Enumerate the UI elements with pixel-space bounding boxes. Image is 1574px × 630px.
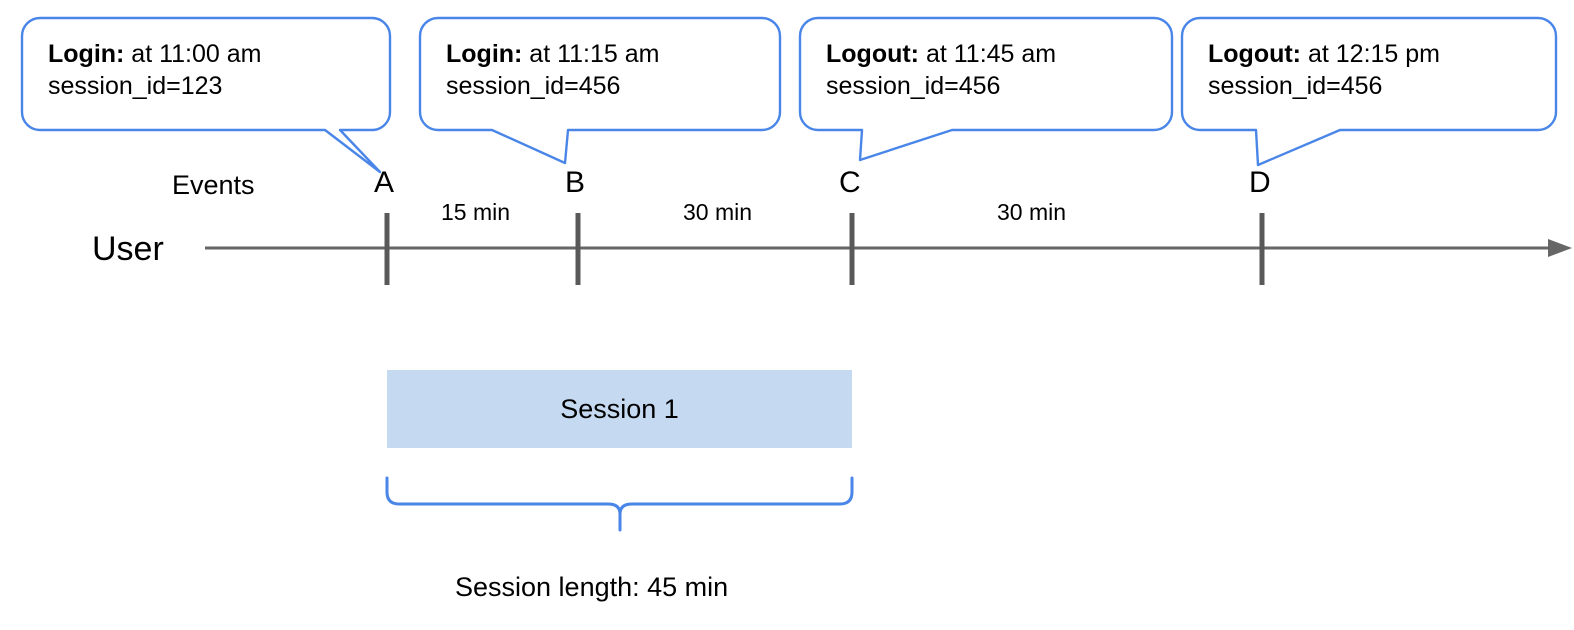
- callout-bubble-4-shape: [1180, 16, 1558, 167]
- tick-label-c: C: [839, 166, 861, 199]
- tick-label-b: B: [565, 166, 586, 199]
- session-1-bar-rect: [387, 370, 852, 448]
- tick-label-d: D: [1249, 166, 1271, 199]
- session-brace: [385, 476, 854, 532]
- callout-2-detail: at 11:15 am: [522, 40, 660, 68]
- timeline-arrow-head: [1548, 239, 1572, 257]
- callout-3-text: Logout: at 11:45 am session_id=456: [826, 38, 1056, 102]
- session-1-label: Session 1: [560, 393, 679, 424]
- callout-4-session: session_id=456: [1208, 72, 1383, 100]
- callout-1-session: session_id=123: [48, 72, 223, 100]
- row-label-user: User: [92, 230, 164, 268]
- callout-4-detail: at 12:15 pm: [1301, 40, 1440, 68]
- session-length-caption: Session length: 45 min: [455, 572, 729, 602]
- duration-label-c-d: 30 min: [997, 199, 1067, 225]
- session-1-bar: Session 1: [387, 370, 852, 448]
- callout-4-event: Logout:: [1208, 40, 1302, 68]
- duration-label-a-b: 15 min: [441, 199, 511, 225]
- callout-2-session: session_id=456: [446, 72, 621, 100]
- callout-bubble-3-shape: [798, 16, 1174, 162]
- callout-1-detail: at 11:00 am: [124, 40, 262, 68]
- callout-2-event: Login:: [446, 40, 523, 68]
- callout-4-text: Logout: at 12:15 pm session_id=456: [1208, 38, 1440, 102]
- tick-label-a: A: [374, 166, 395, 199]
- callout-3-detail: at 11:45 am: [919, 40, 1057, 68]
- callout-3-session: session_id=456: [826, 72, 1001, 100]
- callout-1-event: Login:: [48, 40, 125, 68]
- callout-3-event: Logout:: [826, 40, 920, 68]
- callout-bubble-2-shape: [418, 16, 782, 165]
- duration-label-b-c: 30 min: [683, 199, 753, 225]
- callout-1-text: Login: at 11:00 am session_id=123: [48, 38, 261, 102]
- row-label-events: Events: [172, 170, 255, 200]
- callout-bubble-1-shape: [20, 16, 392, 174]
- callout-2-text: Login: at 11:15 am session_id=456: [446, 38, 659, 102]
